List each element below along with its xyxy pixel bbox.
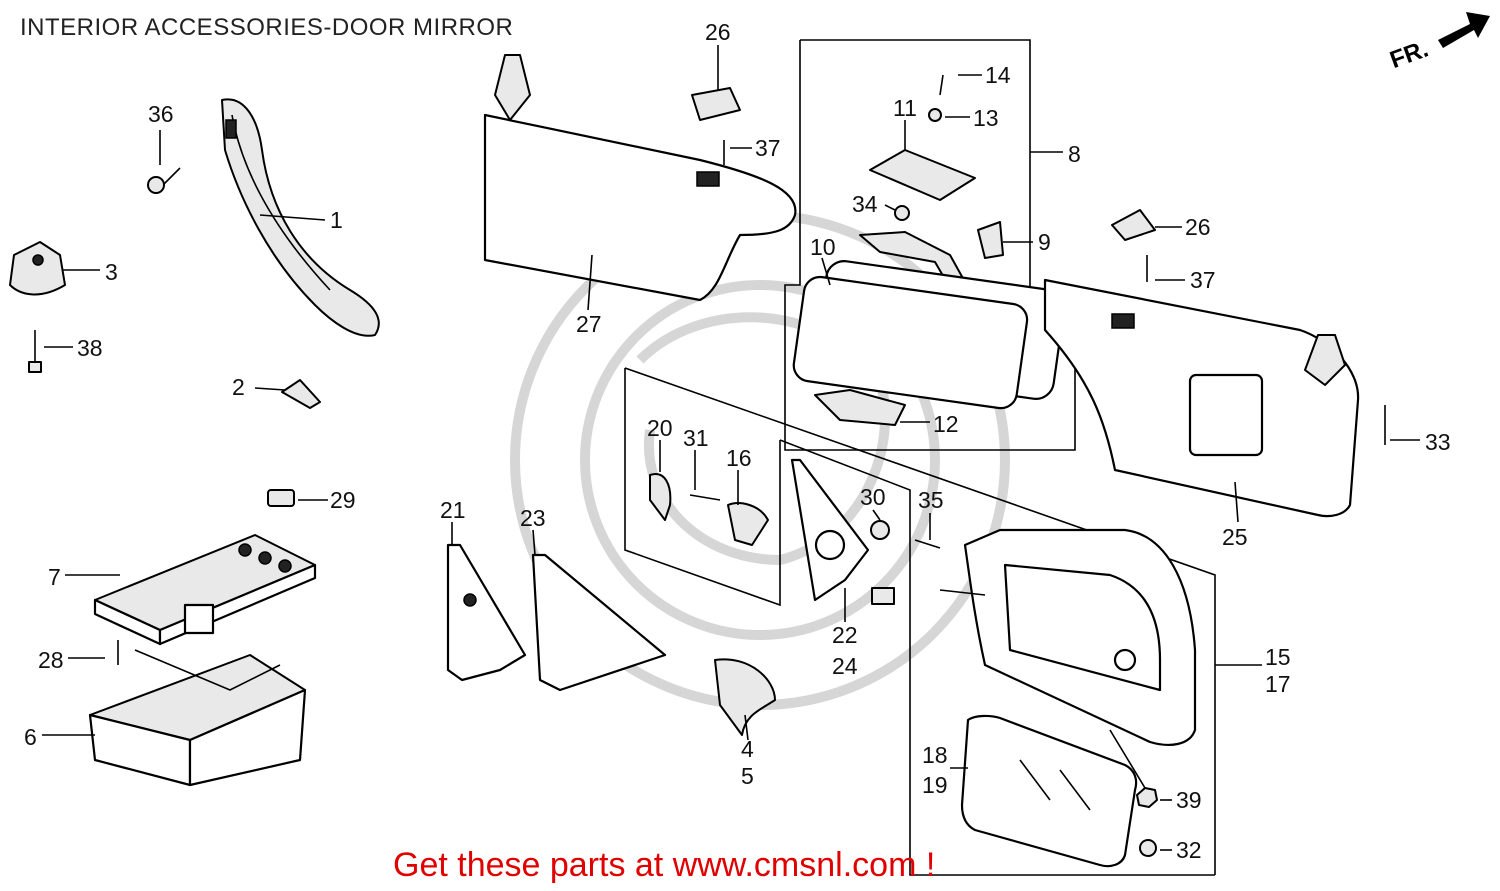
screw-part-34 [894,205,910,221]
callout-26-right: 26 [1185,214,1211,240]
clip-part-29 [267,489,295,507]
mirror-mechanism-parts [649,473,769,546]
callout-15: 15 [1265,644,1291,670]
callout-24: 24 [832,653,858,679]
callout-9: 9 [1038,229,1051,255]
callout-21: 21 [440,497,466,523]
lamp-part-12 [814,389,906,426]
cover-part-4 [714,658,776,736]
mirror-base-part-22 [790,458,895,605]
callout-29: 29 [330,487,356,513]
callout-38: 38 [77,335,103,361]
callout-17: 17 [1265,671,1291,697]
callout-37-top: 37 [755,135,781,161]
nut-part-39 [1109,729,1158,808]
sun-visor-part-25 [1043,278,1360,518]
callout-35: 35 [918,487,944,513]
callout-6: 6 [24,724,37,750]
front-direction-arrow-icon: FR. [1386,12,1490,74]
callout-5: 5 [741,763,754,789]
mirror-glass-part-18 [960,714,1138,868]
diagram-title: INTERIOR ACCESSORIES-DOOR MIRROR [20,14,514,41]
callout-22: 22 [832,622,858,648]
callout-30: 30 [860,484,886,510]
callout-26-top: 26 [705,19,731,45]
callout-8: 8 [1068,141,1081,167]
seal-part-23 [531,553,667,692]
clip-part-2 [281,379,321,409]
hook-part-26-right [1111,209,1156,282]
callout-7: 7 [48,564,61,590]
callout-39: 39 [1176,787,1202,813]
sun-visor-part-27 [483,54,797,302]
callout-10: 10 [810,234,836,260]
bolt-part-35 [914,539,941,549]
callout-23: 23 [520,505,546,531]
callout-33: 33 [1425,429,1451,455]
clip-part-9 [977,221,1004,259]
subassembly-outlines [624,39,1216,876]
rear-view-mirror-part-10 [792,231,1066,410]
screw-part-32 [1139,839,1157,857]
callout-3: 3 [105,259,118,285]
callout-20: 20 [647,415,673,441]
callout-1: 1 [330,207,343,233]
callout-25: 25 [1222,524,1248,550]
tray-part-6 [88,649,307,787]
callout-36: 36 [148,101,174,127]
callout-37-right: 37 [1190,267,1216,293]
callout-32: 32 [1176,837,1202,863]
bolt-part-36 [147,167,181,194]
mirror-mount-part-11 [869,74,976,201]
screw-part-38 [28,330,42,373]
callout-12: 12 [933,411,959,437]
callout-27: 27 [576,311,602,337]
grab-handle-part-1 [221,98,380,337]
door-mirror-housing-part-15 [939,528,1197,746]
callout-34: 34 [852,191,878,217]
callout-13: 13 [973,105,999,131]
callout-labels: 1 2 3 38 36 29 7 28 6 27 26 37 14 13 11 … [24,19,1451,863]
callout-14: 14 [985,62,1011,88]
leader-lines [42,45,1420,851]
svg-text:FR.: FR. [1386,35,1432,74]
promo-link[interactable]: Get these parts at www.cmsnl.com ! [393,846,936,884]
callout-11: 11 [893,95,917,121]
hook-part-26-top [691,87,741,165]
callout-16: 16 [726,445,752,471]
callout-18: 18 [922,742,948,768]
callout-4: 4 [741,736,754,762]
console-cover-part-7 [93,534,317,646]
garnish-part-21 [446,543,527,682]
callout-28: 28 [38,647,64,673]
holder-part-3 [9,241,66,296]
callout-2: 2 [232,374,245,400]
callout-31: 31 [683,425,709,451]
callout-19: 19 [922,772,948,798]
